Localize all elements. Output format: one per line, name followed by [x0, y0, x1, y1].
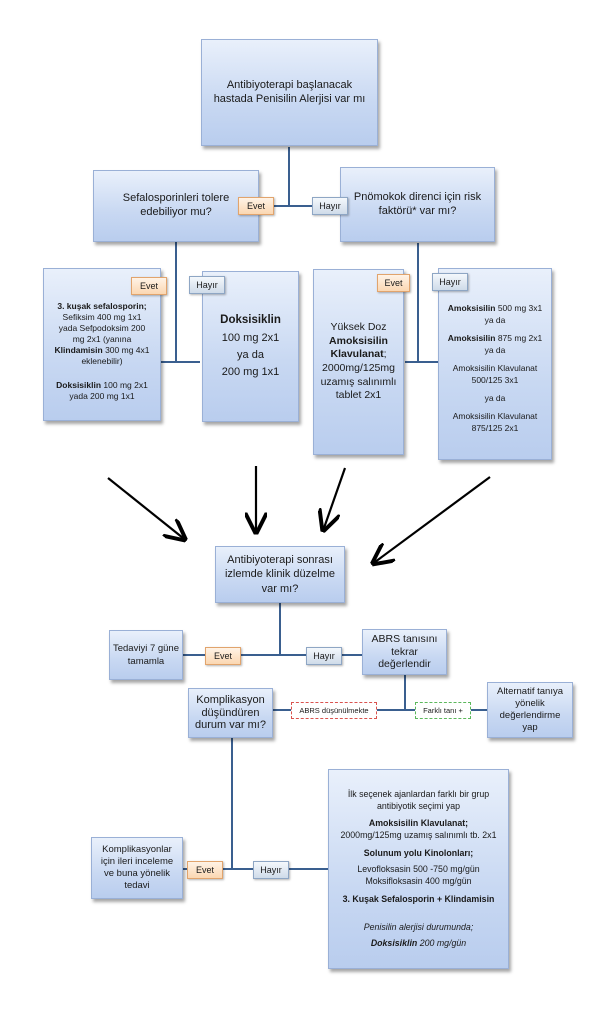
abrs-line1: ABRS tanısını: [371, 633, 438, 646]
altdx-line1: Alternatif tanıya: [496, 686, 563, 698]
evet-tag-q3: Evet: [377, 274, 410, 292]
alternative-diagnosis-box: Alternatif tanıya yönelik değerlendirme …: [487, 682, 573, 738]
sl-line2: antibiyotik seçimi yap: [376, 800, 461, 811]
q1-line1: Antibiyoterapi başlanacak: [226, 78, 353, 91]
complication-question: Komplikasyon düşündüren durum var mı?: [188, 688, 273, 738]
doxy-title: Doksisiklin: [220, 314, 281, 327]
highdose-line3: ;: [383, 348, 387, 361]
abrs-considered-label: ABRS düşünülmekte: [291, 702, 377, 719]
cephalo-line2: Sefiksim 400 mg 1x1: [62, 312, 142, 323]
cephalo-line7: 100 mg 2x1: [101, 380, 148, 391]
sl-line4: 2000mg/125mg uzamış salınımlı tb. 2x1: [340, 830, 497, 841]
hayir-tag-q5: Hayır: [253, 861, 289, 879]
sl-line9: Penisilin alerjisi durumunda;: [363, 921, 474, 932]
amox-line3-bold: Amoksisilin: [447, 333, 496, 344]
comp-line2: için ileri inceleme: [100, 856, 174, 868]
sl-line5: Solunum yolu Kinolonları;: [363, 848, 474, 859]
amox-line1-bold: Amoksisilin: [447, 303, 496, 314]
hayir-tag-q2: Hayır: [189, 276, 225, 294]
cephalo-line7-bold: Doksisiklin: [56, 380, 102, 391]
sl-line6: Levofloksasin 500 -750 mg/gün: [357, 864, 480, 874]
cephalosporin-tolerance-question: Sefalosporinleri tolere edebiliyor mu?: [93, 170, 259, 242]
altdx-line2: yönelik: [515, 698, 545, 710]
complications-workup-box: Komplikasyonlar için ileri inceleme ve b…: [91, 837, 183, 899]
sl-line1: İlk seçenek ajanlardan farklı bir grup: [347, 788, 490, 799]
q4-line1: Antibiyoterapi sonrası: [227, 554, 333, 567]
sl-line10-bold: Doksisiklin: [370, 937, 418, 948]
q2-line1: Sefalosporinleri tolere: [122, 192, 230, 205]
altdx-line4: yap: [522, 721, 538, 733]
doxycycline-option-box: Doksisiklin 100 mg 2x1 ya da 200 mg 1x1: [202, 271, 299, 422]
comp-line4: tedavi: [124, 879, 150, 891]
q5-line2: düşündüren: [201, 706, 260, 719]
clinical-improvement-question: Antibiyoterapi sonrası izlemde klinik dü…: [215, 546, 345, 603]
q3-line2: faktörü* var mı?: [378, 204, 457, 217]
q1-line2: hastada Penisilin Alerjisi var mı: [213, 92, 366, 105]
highdose-line2: Amoksisilin: [329, 334, 388, 347]
q4-line3: var mı?: [261, 582, 299, 595]
highdose-line4: 2000mg/125mg: [322, 362, 395, 374]
highdose-line5: uzamış salınımlı: [320, 375, 397, 388]
high-dose-amoxiclav-box: Yüksek Doz Amoksisilin Klavulanat; 2000m…: [313, 269, 404, 455]
treat7-line2: tamamla: [127, 656, 165, 667]
arrow-3: [324, 467, 347, 528]
amox-line2: ya da: [484, 315, 506, 326]
amox-line1: 500 mg 3x1: [495, 303, 543, 314]
amox-line5: Amoksisilin Klavulanat: [452, 363, 538, 374]
cephalo-line5-bold: Klindamisin: [54, 345, 103, 356]
different-diagnosis-label: Farklı tanı +: [415, 702, 471, 719]
q2-line2: edebiliyor mu?: [140, 206, 212, 218]
sl-line3: Amoksisilin Klavulanat;: [368, 818, 469, 829]
evet-tag-q2: Evet: [131, 277, 167, 295]
hayir-tag-q1: Hayır: [312, 197, 348, 215]
pneumococcal-risk-question: Pnömokok direnci için risk faktörü* var …: [340, 167, 495, 242]
cephalo-line5: 300 mg 4x1: [102, 345, 150, 356]
complete-7-days-box: Tedaviyi 7 güne tamamla: [109, 630, 183, 680]
treat7-line1: Tedaviyi 7 güne: [112, 642, 180, 654]
amox-line6: 500/125 3x1: [471, 374, 519, 385]
amox-line4: ya da: [484, 345, 506, 356]
amoxicillin-option-box: Amoksisilin 500 mg 3x1 ya da Amoksisilin…: [438, 268, 552, 460]
amox-line7: ya da: [484, 392, 506, 403]
highdose-line3-bold: Klavulanat: [330, 348, 384, 361]
highdose-line1: Yüksek Doz: [330, 321, 387, 334]
amox-line9: 875/125 2x1: [471, 422, 519, 433]
q4-line2: izlemde klinik düzelme: [224, 568, 336, 581]
sl-line8: 3. Kuşak Sefalosporin + Klindamisin: [342, 893, 495, 904]
amox-line8: Amoksisilin Klavulanat: [452, 410, 538, 421]
doxy-line2: ya da: [237, 348, 264, 361]
evet-tag-q1: Evet: [238, 197, 274, 215]
altdx-line3: değerlendirme: [499, 710, 561, 721]
cephalo-line6: eklenebilir): [81, 356, 123, 367]
cephalo-line4: mg 2x1 (yanına: [72, 334, 132, 345]
arrow-1: [107, 477, 183, 538]
q5-line1: Komplikasyon: [196, 694, 265, 707]
abrs-line2: tekrar: [391, 645, 418, 658]
cephalo-line8: yada 200 mg 1x1: [69, 391, 135, 402]
doxy-line3: 200 mg 1x1: [221, 365, 280, 378]
penicillin-allergy-question: Antibiyoterapi başlanacak hastada Penisi…: [201, 39, 378, 146]
evet-tag-q5: Evet: [187, 861, 223, 879]
doxy-line1: 100 mg 2x1: [221, 331, 280, 344]
highdose-line6: tablet 2x1: [335, 389, 382, 402]
q5-line3: durum var mı?: [195, 719, 266, 732]
amox-line3: 875 mg 2x1: [495, 333, 543, 344]
sl-line10: 200 mg/gün: [417, 937, 467, 948]
cephalo-line3: yada Sefpodoksim 200: [58, 323, 146, 334]
arrow-4: [375, 476, 491, 562]
hayir-tag-q4: Hayır: [306, 647, 342, 665]
sl-line7: Moksifloksasin 400 mg/gün: [365, 875, 472, 886]
abrs-reevaluate-box: ABRS tanısını tekrar değerlendir: [362, 629, 447, 675]
q3-line1: Pnömokok direnci için risk: [353, 190, 482, 203]
evet-tag-q4: Evet: [205, 647, 241, 665]
abrs-line3: değerlendir: [378, 658, 431, 671]
second-line-treatment-box: İlk seçenek ajanlardan farklı bir grup a…: [328, 769, 509, 969]
comp-line1: Komplikasyonlar: [102, 844, 172, 856]
cephalo-line1: 3. kuşak sefalosporin;: [57, 301, 147, 311]
hayir-tag-q3: Hayır: [432, 273, 468, 291]
comp-line3: ve buna yönelik: [103, 868, 171, 879]
